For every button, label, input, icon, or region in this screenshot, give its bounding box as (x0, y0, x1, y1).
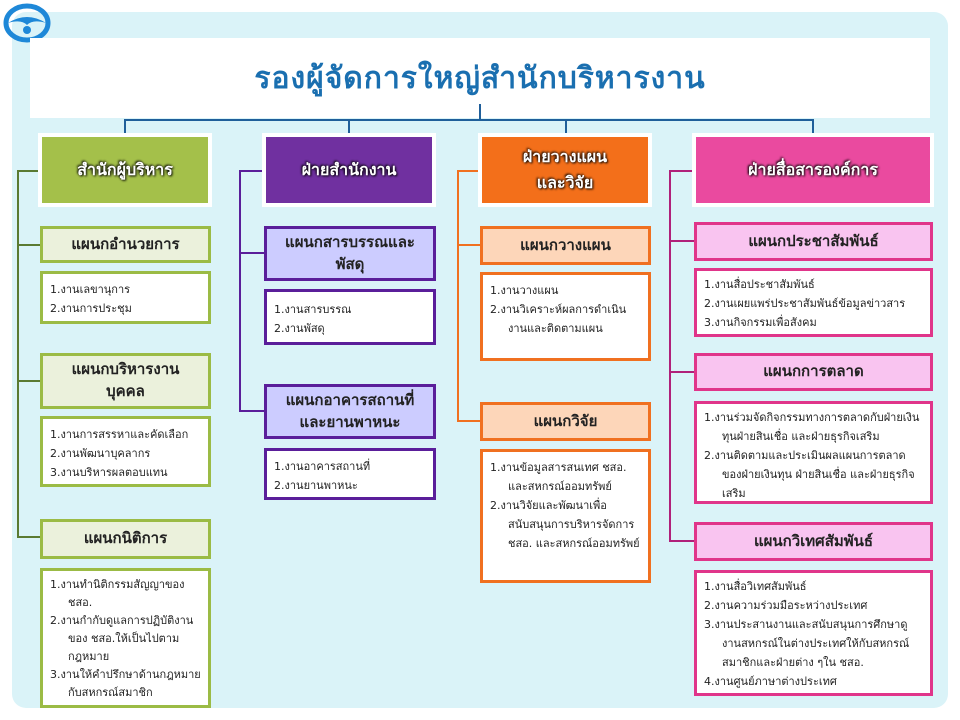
task-list: 1.งานเลขานุการ 2.งานการประชุม (40, 271, 211, 324)
task-item: 2.งานยานพาหนะ (274, 479, 358, 492)
task-list: 1.งานสารบรรณ 2.งานพัสดุ (264, 289, 436, 345)
task-list: 1.งานอาคารสถานที่ 2.งานยานพาหนะ (264, 448, 436, 500)
task-list: 1.งานข้อมูลสารสนเทศ ชสอ. และสหกรณ์ออมทรั… (480, 449, 651, 583)
task-item: 2.งานวิเคราะห์ผลการดำเนินงานและติดตามแผน (490, 303, 627, 335)
task-item: 4.งานศูนย์ภาษาต่างประเทศ (704, 675, 837, 688)
task-item: 1.งานร่วมจัดกิจกรรมทางการตลาดกับฝ่ายเงิน… (704, 411, 920, 443)
task-item: 1.งานอาคารสถานที่ (274, 460, 371, 473)
page-title: รองผู้จัดการใหญ่สำนักบริหารงาน (254, 60, 706, 96)
task-list: 1.งานวางแผน 2.งานวิเคราะห์ผลการดำเนินงาน… (480, 272, 651, 361)
task-item: 1.งานทำนิติกรรมสัญญาของ ชสอ. (50, 578, 185, 609)
task-item: 2.งานพัฒนาบุคลากร (50, 447, 151, 460)
task-item: 1.งานสื่อประชาสัมพันธ์ (704, 278, 815, 291)
task-item: 1.งานสารบรรณ (274, 303, 352, 316)
task-item: 1.งานเลขานุการ (50, 283, 131, 296)
section-box: แผนกนิติการ (40, 519, 211, 559)
section-box: แผนกบริหารงานบุคคล (40, 353, 211, 409)
section-box: แผนกวิเทศสัมพันธ์ (694, 522, 933, 561)
task-item: 1.งานข้อมูลสารสนเทศ ชสอ. และสหกรณ์ออมทรั… (490, 461, 627, 493)
task-item: 2.งานการประชุม (50, 302, 132, 315)
task-item: 2.งานเผยแพร่ประชาสัมพันธ์ข้อมูลข่าวสาร (704, 297, 906, 310)
department-head-executive-office: สำนักผู้บริหาร (38, 133, 212, 207)
section-box: แผนกอำนวยการ (40, 226, 211, 263)
task-item: 1.งานการสรรหาและคัดเลือก (50, 428, 189, 441)
task-item: 3.งานบริหารผลตอบแทน (50, 466, 168, 479)
section-box: แผนกอาคารสถานที่และยานพาหนะ (264, 384, 436, 439)
task-item: 2.งานความร่วมมือระหว่างประเทศ (704, 599, 868, 612)
task-item: 2.งานวิจัยและพัฒนาเพื่อสนับสนุนการบริหาร… (490, 499, 640, 550)
task-list: 1.งานสื่อวิเทศสัมพันธ์ 2.งานความร่วมมือร… (694, 570, 933, 696)
task-item: 2.งานกำกับดูแลการปฏิบัติงานของ ชสอ.ให้เป… (50, 614, 194, 663)
task-item: 1.งานสื่อวิเทศสัมพันธ์ (704, 580, 807, 593)
task-item: 3.งานให้คำปรึกษาด้านกฎหมายกับสหกรณ์สมาชิ… (50, 668, 201, 699)
department-head-planning-research: ฝ่ายวางแผนและวิจัย (478, 133, 652, 207)
department-head-corporate-communication: ฝ่ายสื่อสารองค์การ (692, 133, 934, 207)
task-item: 3.งานประสานงานและสนับสนุนการศึกษาดูงานสห… (704, 618, 910, 669)
task-list: 1.งานการสรรหาและคัดเลือก 2.งานพัฒนาบุคลา… (40, 416, 211, 487)
task-list: 1.งานทำนิติกรรมสัญญาของ ชสอ. 2.งานกำกับด… (40, 568, 211, 708)
task-list: 1.งานร่วมจัดกิจกรรมทางการตลาดกับฝ่ายเงิน… (694, 401, 933, 504)
task-item: 2.งานพัสดุ (274, 322, 325, 335)
task-item: 3.งานกิจกรรมเพื่อสังคม (704, 316, 817, 329)
task-list: 1.งานสื่อประชาสัมพันธ์ 2.งานเผยแพร่ประชา… (694, 268, 933, 337)
department-head-office-affairs: ฝ่ายสำนักงาน (262, 133, 436, 207)
section-box: แผนกวิจัย (480, 402, 651, 441)
logo-icon (3, 3, 51, 43)
section-box: แผนกสารบรรณและพัสดุ (264, 226, 436, 281)
task-item: 1.งานวางแผน (490, 284, 559, 297)
section-box: แผนกประชาสัมพันธ์ (694, 222, 933, 261)
section-box: แผนกวางแผน (480, 226, 651, 265)
section-box: แผนกการตลาด (694, 353, 933, 391)
task-item: 2.งานติดตามและประเมินผลแผนการตลาดของฝ่าย… (704, 449, 915, 500)
